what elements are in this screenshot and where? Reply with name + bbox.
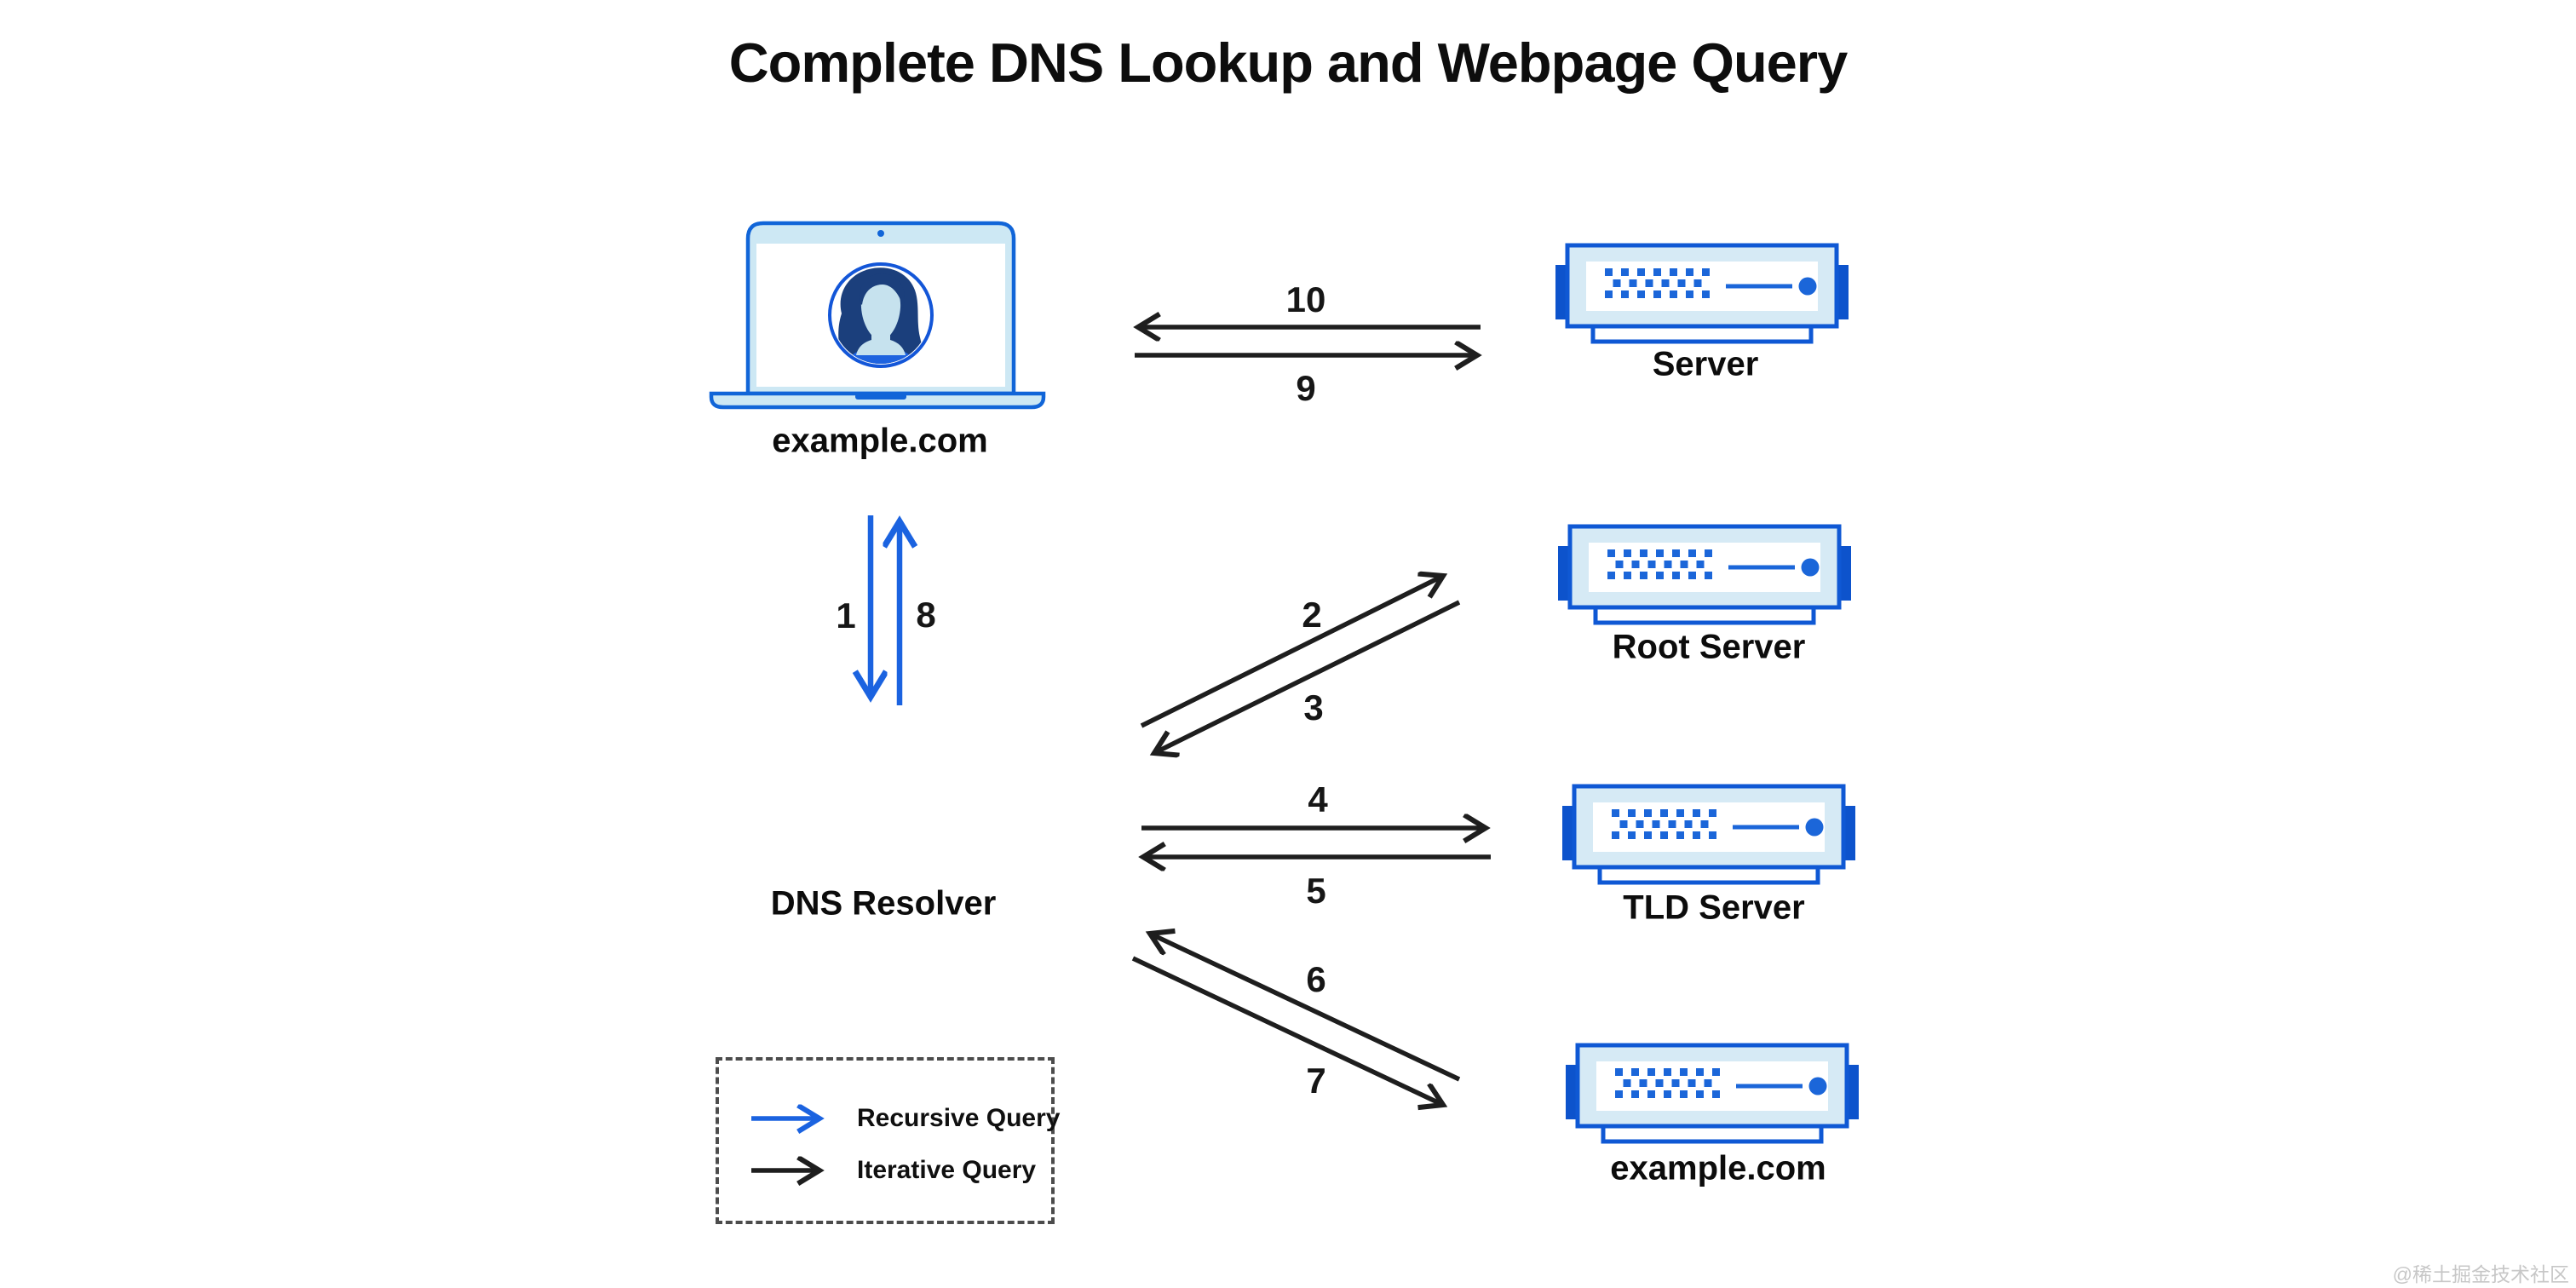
step-label-2: 2 bbox=[1302, 595, 1322, 635]
web-server-label: Server bbox=[1652, 345, 1759, 383]
root-server-label: Root Server bbox=[1612, 628, 1806, 666]
client-label: example.com bbox=[772, 422, 988, 460]
watermark: @稀土掘金技术社区 bbox=[2392, 1263, 2569, 1285]
step-label-9: 9 bbox=[1296, 368, 1316, 408]
page-title: Complete DNS Lookup and Webpage Query bbox=[728, 32, 1849, 94]
server-icon-web bbox=[1555, 241, 1849, 347]
laptop-icon bbox=[709, 221, 1046, 410]
iterative-arrow-icon bbox=[751, 1153, 835, 1187]
step-label-5: 5 bbox=[1306, 871, 1326, 911]
step-label-10: 10 bbox=[1285, 279, 1326, 319]
server-icon-root bbox=[1558, 522, 1851, 628]
server-icon-tld bbox=[1562, 782, 1855, 888]
auth-server-label: example.com bbox=[1610, 1149, 1826, 1187]
arrow-step-6 bbox=[1150, 934, 1461, 1082]
tld-server-label: TLD Server bbox=[1623, 888, 1805, 927]
step-label-6: 6 bbox=[1306, 959, 1326, 999]
arrow-step-2 bbox=[1140, 576, 1443, 728]
step-label-3: 3 bbox=[1303, 687, 1324, 727]
legend-iterative-label: Iterative Query bbox=[857, 1156, 1037, 1184]
step-label-4: 4 bbox=[1308, 779, 1328, 819]
arrow-step-3 bbox=[1154, 600, 1461, 753]
recursive-arrow-icon bbox=[751, 1101, 835, 1136]
server-icon-auth bbox=[1566, 1041, 1859, 1147]
step-label-1: 1 bbox=[836, 595, 856, 635]
arrow-step-7 bbox=[1131, 956, 1443, 1105]
dns-resolver-label: DNS Resolver bbox=[770, 884, 997, 923]
step-label-7: 7 bbox=[1306, 1061, 1326, 1101]
step-label-8: 8 bbox=[916, 595, 936, 635]
legend-recursive-label: Recursive Query bbox=[857, 1104, 1061, 1132]
user-avatar-icon bbox=[828, 262, 934, 368]
legend: Recursive Query Iterative Query bbox=[716, 1057, 1060, 1224]
